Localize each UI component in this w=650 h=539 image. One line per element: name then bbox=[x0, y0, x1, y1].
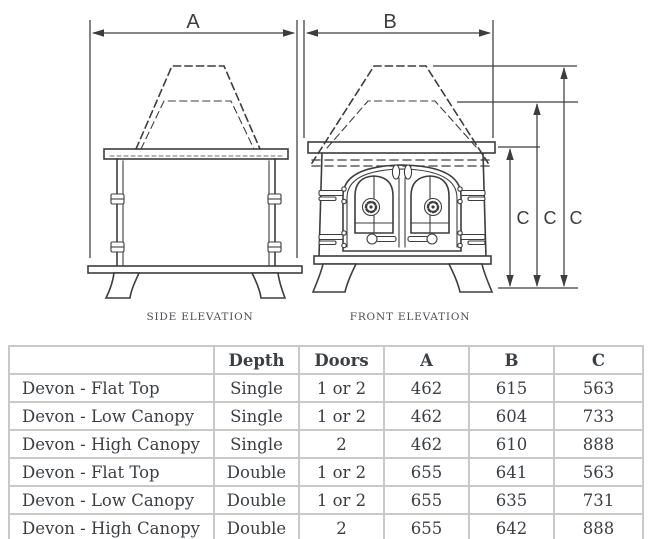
depth-cell: Double bbox=[213, 485, 300, 515]
doors-cell: 1 or 2 bbox=[298, 457, 385, 487]
header-b: B bbox=[468, 345, 555, 375]
depth-cell: Single bbox=[213, 429, 300, 459]
model-cell: Devon - Flat Top bbox=[8, 457, 215, 487]
dimension-c3-label: C bbox=[570, 208, 583, 228]
dim-c-cell: 888 bbox=[553, 429, 644, 459]
dim-b-cell: 604 bbox=[468, 401, 555, 431]
doors-cell: 1 or 2 bbox=[298, 485, 385, 515]
model-cell: Devon - Low Canopy bbox=[8, 401, 215, 431]
model-cell: Devon - High Canopy bbox=[8, 513, 215, 539]
dimension-a-label: A bbox=[186, 11, 200, 33]
front-elevation-drawing bbox=[307, 65, 496, 293]
dimension-b-label: B bbox=[383, 11, 396, 33]
header-c: C bbox=[553, 345, 644, 375]
dim-c-cell: 731 bbox=[553, 485, 644, 515]
dim-c-cell: 563 bbox=[553, 457, 644, 487]
dimension-b: B bbox=[303, 11, 494, 138]
doors-cell: 2 bbox=[298, 429, 385, 459]
side-elevation-drawing bbox=[87, 65, 303, 299]
dim-a-cell: 655 bbox=[383, 485, 470, 515]
dim-b-cell: 641 bbox=[468, 457, 555, 487]
doors-cell: 1 or 2 bbox=[298, 373, 385, 403]
table-row: Devon - Low Canopy Double 1 or 2 655 635… bbox=[8, 485, 644, 515]
dimension-c1-label: C bbox=[517, 208, 530, 228]
dim-a-cell: 655 bbox=[383, 457, 470, 487]
depth-cell: Single bbox=[213, 373, 300, 403]
depth-cell: Single bbox=[213, 401, 300, 431]
table-row: Devon - High Canopy Double 2 655 642 888 bbox=[8, 513, 644, 539]
header-doors: Doors bbox=[298, 345, 385, 375]
dim-a-cell: 462 bbox=[383, 429, 470, 459]
dimensions-table: Depth Doors A B C Devon - Flat Top Singl… bbox=[8, 345, 644, 539]
side-elevation-caption: SIDE ELEVATION bbox=[146, 311, 253, 323]
doors-cell: 1 or 2 bbox=[298, 401, 385, 431]
dim-a-cell: 655 bbox=[383, 513, 470, 539]
table-header-row: Depth Doors A B C bbox=[8, 345, 644, 375]
depth-cell: Double bbox=[213, 513, 300, 539]
dim-a-cell: 462 bbox=[383, 401, 470, 431]
dim-b-cell: 642 bbox=[468, 513, 555, 539]
dimension-a: A bbox=[89, 11, 298, 258]
dim-c-cell: 888 bbox=[553, 513, 644, 539]
model-cell: Devon - Low Canopy bbox=[8, 485, 215, 515]
dim-c-cell: 733 bbox=[553, 401, 644, 431]
depth-cell: Double bbox=[213, 457, 300, 487]
front-elevation-caption: FRONT ELEVATION bbox=[350, 311, 470, 323]
model-cell: Devon - Flat Top bbox=[8, 373, 215, 403]
header-model bbox=[8, 345, 215, 375]
dim-a-cell: 462 bbox=[383, 373, 470, 403]
model-cell: Devon - High Canopy bbox=[8, 429, 215, 459]
table-row: Devon - High Canopy Single 2 462 610 888 bbox=[8, 429, 644, 459]
dim-b-cell: 615 bbox=[468, 373, 555, 403]
table-row: Devon - Low Canopy Single 1 or 2 462 604… bbox=[8, 401, 644, 431]
doors-cell: 2 bbox=[298, 513, 385, 539]
header-a: A bbox=[383, 345, 470, 375]
dimension-c2-label: C bbox=[544, 208, 557, 228]
stove-elevation-diagram: A bbox=[87, 11, 583, 323]
dimension-c: C C C bbox=[433, 65, 583, 289]
dim-c-cell: 563 bbox=[553, 373, 644, 403]
header-depth: Depth bbox=[213, 345, 300, 375]
table-row: Devon - Flat Top Single 1 or 2 462 615 5… bbox=[8, 373, 644, 403]
dim-b-cell: 635 bbox=[468, 485, 555, 515]
table-row: Devon - Flat Top Double 1 or 2 655 641 5… bbox=[8, 457, 644, 487]
dim-b-cell: 610 bbox=[468, 429, 555, 459]
